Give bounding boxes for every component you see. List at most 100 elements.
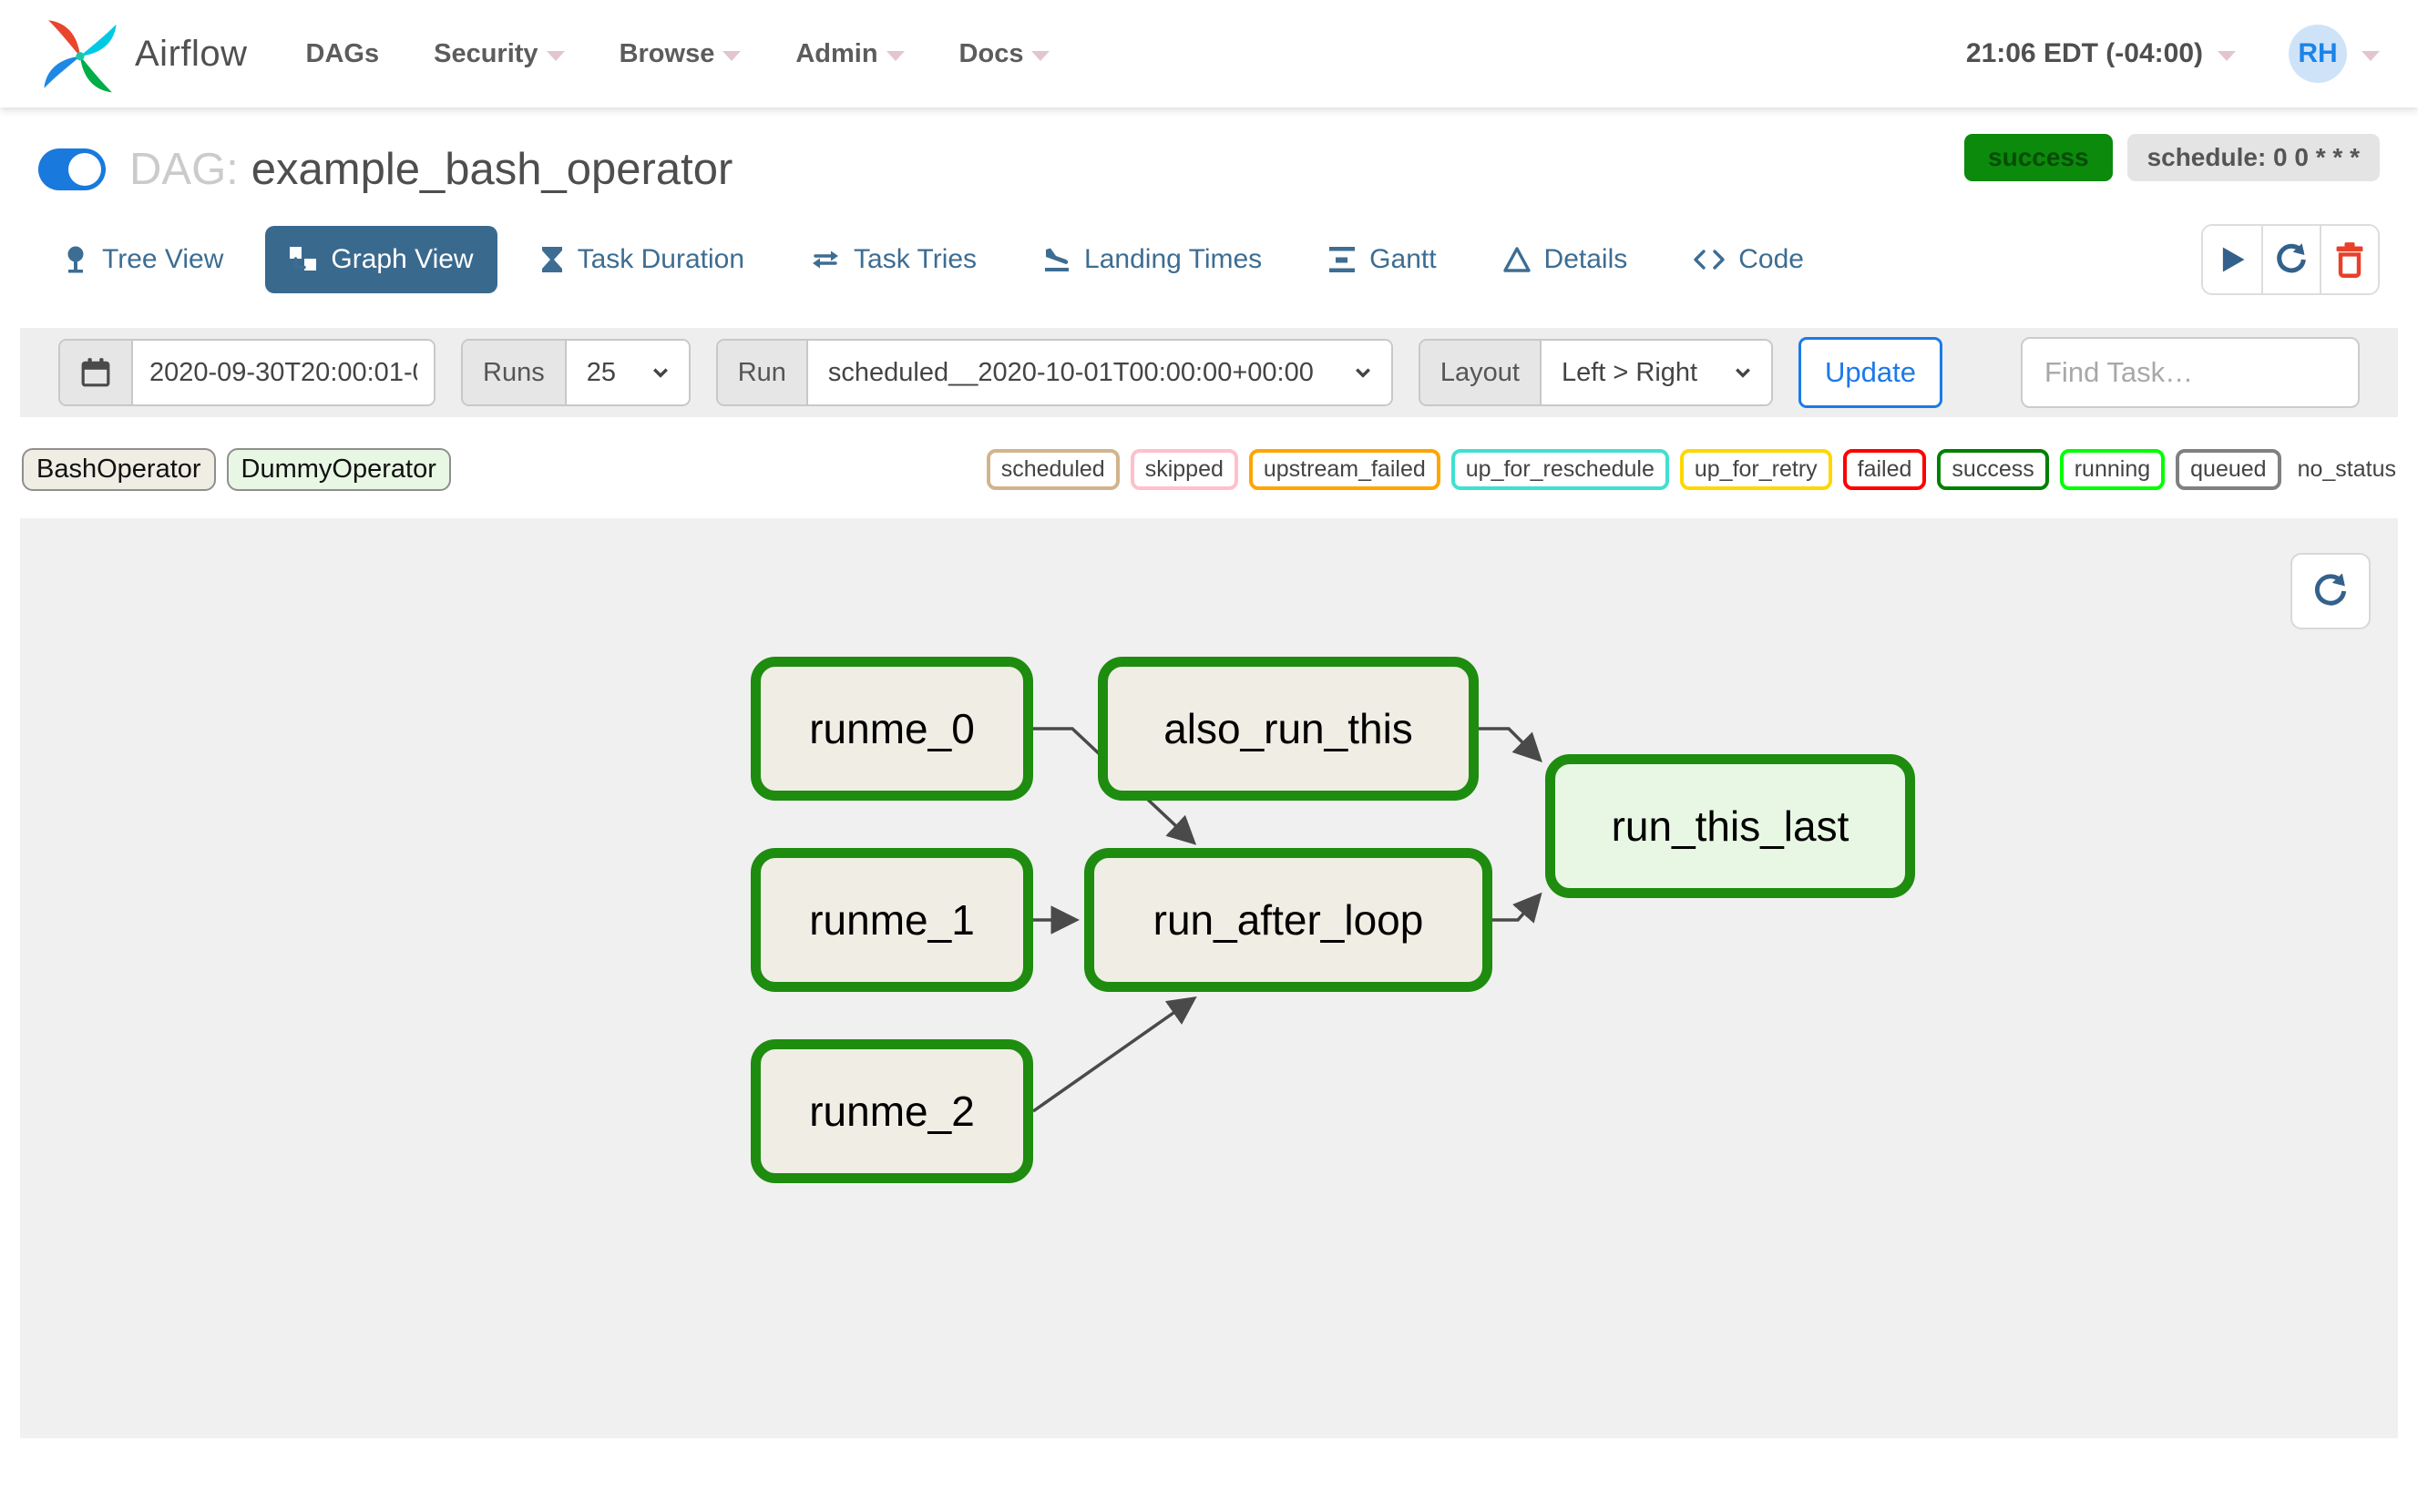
nav-item-label: DAGs <box>305 38 380 68</box>
tab-details[interactable]: Details <box>1479 226 1652 293</box>
calendar-icon <box>81 358 110 387</box>
tab-label: Gantt <box>1369 244 1437 274</box>
operator-badge-dummyoperator: DummyOperator <box>226 448 451 491</box>
task-node-runme-0[interactable]: runme_0 <box>751 657 1033 801</box>
run-select[interactable]: scheduled__2020-10-01T00:00:00+00:00 <box>807 341 1391 404</box>
edge-also-run-this-to-run-this-last <box>1479 727 1542 762</box>
nav-item-label: Browse <box>619 38 715 68</box>
tab-gantt[interactable]: Gantt <box>1304 226 1460 293</box>
refresh-icon <box>2315 573 2347 606</box>
schedule-badge: schedule: 0 0 * * * <box>2126 134 2380 181</box>
layout-group: Layout Left > Right <box>1418 339 1773 406</box>
tab-label: Landing Times <box>1084 244 1263 274</box>
state-legend-running: running <box>2059 449 2166 490</box>
runs-label: Runs <box>463 341 567 404</box>
tab-label: Tree View <box>102 244 224 274</box>
play-icon <box>2222 247 2245 272</box>
tree-view-icon <box>62 245 89 274</box>
dag-header: DAG:example_bash_operator success schedu… <box>0 107 2418 200</box>
dag-action-group <box>2201 224 2380 295</box>
caret-down-icon <box>886 50 905 61</box>
nav-item-docs[interactable]: Docs <box>959 39 1050 69</box>
delete-dag-button[interactable] <box>2320 226 2378 293</box>
avatar[interactable]: RH <box>2289 25 2347 83</box>
task-node-also-run-this[interactable]: also_run_this <box>1098 657 1479 801</box>
airflow-logo-icon <box>44 20 117 93</box>
tab-label: Code <box>1738 244 1804 274</box>
task-node-runme-1[interactable]: runme_1 <box>751 848 1033 992</box>
state-legend-up-for-retry: up_for_retry <box>1679 449 1832 490</box>
update-button[interactable]: Update <box>1798 337 1942 408</box>
run-group: Run scheduled__2020-10-01T00:00:00+00:00 <box>715 339 1393 406</box>
base-date-input[interactable] <box>133 341 434 404</box>
tab-graph-view[interactable]: Graph View <box>265 226 497 293</box>
tab-code[interactable]: Code <box>1669 226 1828 293</box>
user-menu-caret-icon[interactable] <box>2362 50 2380 61</box>
operator-badge-bashoperator: BashOperator <box>22 448 216 491</box>
nav-item-browse[interactable]: Browse <box>620 39 742 69</box>
runs-group: Runs 25 <box>461 339 691 406</box>
nav-item-label: Admin <box>795 38 878 68</box>
tabs: Tree View Graph View Task Duration Task Tri… <box>38 226 1828 293</box>
chevron-down-icon <box>1736 368 1750 378</box>
dag-state-badge: success <box>1964 134 2113 181</box>
base-date-group <box>58 339 435 406</box>
retry-icon <box>810 246 841 273</box>
airflow-brand[interactable]: Airflow <box>38 12 248 96</box>
graph-refresh-button[interactable] <box>2290 553 2371 629</box>
nav-item-label: Security <box>434 38 538 68</box>
brand-name: Airflow <box>135 33 248 74</box>
state-legend-upstream-failed: upstream_failed <box>1248 449 1440 490</box>
chevron-down-icon <box>652 368 668 378</box>
runs-select[interactable]: 25 <box>566 341 689 404</box>
hourglass-icon <box>539 245 565 274</box>
trash-icon <box>2336 242 2363 278</box>
clock-label[interactable]: 21:06 EDT (-04:00) <box>1965 38 2203 68</box>
calendar-button[interactable] <box>60 341 133 404</box>
tab-tree-view[interactable]: Tree View <box>38 226 247 293</box>
code-icon <box>1693 246 1726 273</box>
tab-landing-times[interactable]: Landing Times <box>1019 226 1286 293</box>
state-legend-skipped: skipped <box>1130 449 1238 490</box>
graph-panel: runme_0 also_run_this runme_1 run_after_loo… <box>20 518 2398 1438</box>
task-node-run-after-loop[interactable]: run_after_loop <box>1084 848 1492 992</box>
nav-item-admin[interactable]: Admin <box>795 38 905 69</box>
clock-caret-icon[interactable] <box>2218 50 2236 61</box>
tab-label: Details <box>1543 244 1628 274</box>
state-legend-no-status: no_status <box>2297 456 2396 482</box>
state-legend-scheduled: scheduled <box>986 449 1120 490</box>
graph-view-icon <box>289 246 318 273</box>
caret-down-icon <box>546 50 565 61</box>
page-title: DAG:example_bash_operator <box>129 144 733 195</box>
state-legend-failed: failed <box>1842 449 1927 490</box>
caret-down-icon <box>722 50 742 61</box>
tabs-row: Tree View Graph View Task Duration Task Tri… <box>0 224 2418 295</box>
dag-pause-toggle[interactable] <box>38 148 106 190</box>
plane-landing-icon <box>1042 245 1071 274</box>
edge-runme-2-to-run-after-loop <box>1031 996 1197 1113</box>
nav-item-dags[interactable]: DAGs <box>306 39 380 69</box>
tab-label: Graph View <box>331 244 474 274</box>
state-legend-up-for-reschedule: up_for_reschedule <box>1450 449 1669 490</box>
chevron-down-icon <box>1355 368 1370 378</box>
edge-run-after-loop-to-run-this-last <box>1492 892 1542 924</box>
dag-prefix: DAG: <box>129 145 239 194</box>
layout-select[interactable]: Left > Right <box>1541 341 1771 404</box>
navbar: Airflow DAGs Security Browse Admin Docs 21:0… <box>0 0 2418 107</box>
layout-label: Layout <box>1419 341 1542 404</box>
tab-task-duration[interactable]: Task Duration <box>516 226 768 293</box>
filter-bar: Runs 25 Run scheduled__2020-10-01T00:00:… <box>20 328 2398 417</box>
tab-task-tries[interactable]: Task Tries <box>786 226 1000 293</box>
find-task-input[interactable] <box>2021 337 2360 408</box>
toggle-knob <box>68 153 101 186</box>
task-node-runme-2[interactable]: runme_2 <box>751 1039 1033 1183</box>
task-node-run-this-last[interactable]: run_this_last <box>1545 754 1915 898</box>
trigger-dag-button[interactable] <box>2203 226 2261 293</box>
state-legend-success: success <box>1937 449 2049 490</box>
details-icon <box>1502 246 1532 273</box>
refresh-dag-button[interactable] <box>2261 226 2320 293</box>
nav-item-security[interactable]: Security <box>434 38 565 69</box>
